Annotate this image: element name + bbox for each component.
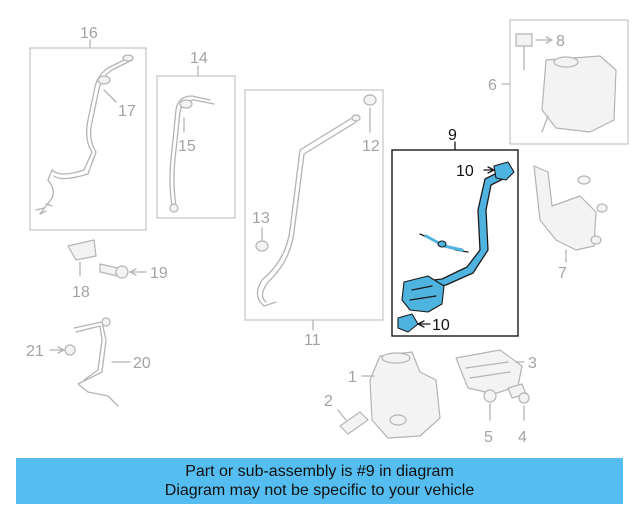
part-16-hose bbox=[39, 57, 129, 215]
callout-7: 7 bbox=[558, 265, 567, 282]
part-6-group: 6 8 bbox=[488, 19, 629, 145]
part-5-group: 5 bbox=[483, 389, 497, 446]
part-9-fitting[interactable] bbox=[401, 275, 445, 313]
callout-18: 18 bbox=[72, 284, 90, 301]
part-11-hose bbox=[256, 117, 353, 307]
part-14-group: 14 15 bbox=[156, 50, 236, 219]
part-5-bushing bbox=[483, 389, 497, 403]
part-14-box bbox=[156, 75, 236, 219]
callout-4: 4 bbox=[518, 429, 527, 446]
callout-2: 2 bbox=[324, 393, 333, 410]
part-16-box bbox=[29, 47, 147, 231]
part-3-group: 3 bbox=[455, 349, 537, 395]
part-2-group: 2 bbox=[324, 393, 369, 435]
callout-17: 17 bbox=[118, 103, 136, 120]
callout-11: 11 bbox=[304, 332, 321, 349]
part-20-hose bbox=[73, 321, 119, 407]
part-4-group: 4 bbox=[507, 383, 530, 446]
banner-line-1: Part or sub-assembly is #9 in diagram bbox=[185, 463, 454, 480]
parts-diagram: 16 17 14 15 11 12 13 1 bbox=[26, 19, 629, 446]
part-19-bolt bbox=[99, 263, 119, 277]
part-6-box bbox=[509, 19, 629, 145]
callout-5: 5 bbox=[484, 429, 493, 446]
part-7-group: 7 bbox=[533, 165, 608, 282]
part-2-sensor bbox=[339, 411, 369, 435]
part-9-group: 9 10 10 bbox=[391, 127, 519, 337]
part-20-21-group: 20 21 bbox=[26, 317, 151, 407]
part-10-lower-clamp[interactable] bbox=[397, 313, 419, 333]
callout-10-upper: 10 bbox=[456, 163, 474, 180]
info-banner: Part or sub-assembly is #9 in diagram Di… bbox=[16, 458, 623, 504]
part-18-19-group: 18 19 bbox=[67, 239, 168, 301]
banner-line-2: Diagram may not be specific to your vehi… bbox=[164, 482, 475, 499]
callout-6: 6 bbox=[488, 77, 497, 94]
part-6-reservoir bbox=[541, 55, 617, 133]
callout-15: 15 bbox=[178, 138, 196, 155]
part-9-box bbox=[391, 149, 519, 337]
part-1-group: 1 bbox=[348, 351, 441, 439]
callout-12: 12 bbox=[362, 138, 380, 155]
part-16-group: 16 17 bbox=[29, 25, 147, 231]
part-9-hose[interactable] bbox=[414, 172, 504, 290]
callout-19: 19 bbox=[150, 265, 168, 282]
callout-10-lower: 10 bbox=[432, 317, 450, 334]
part-1-pump bbox=[369, 351, 441, 439]
part-7-bracket bbox=[533, 165, 597, 251]
callout-8: 8 bbox=[556, 33, 565, 50]
part-11-box bbox=[244, 89, 384, 321]
callout-1: 1 bbox=[348, 369, 357, 386]
part-11-group: 11 12 13 bbox=[244, 89, 384, 349]
callout-21: 21 bbox=[26, 343, 44, 360]
callout-16: 16 bbox=[80, 25, 98, 42]
part-8-cap bbox=[515, 33, 533, 47]
callout-14: 14 bbox=[190, 50, 208, 67]
callout-9: 9 bbox=[448, 127, 457, 144]
callout-3: 3 bbox=[528, 355, 537, 372]
part-18-bracket bbox=[67, 239, 97, 261]
part-10-upper-clamp[interactable] bbox=[493, 161, 515, 181]
callout-13: 13 bbox=[252, 210, 270, 227]
part-14-hose bbox=[169, 95, 211, 207]
callout-20: 20 bbox=[133, 355, 151, 372]
